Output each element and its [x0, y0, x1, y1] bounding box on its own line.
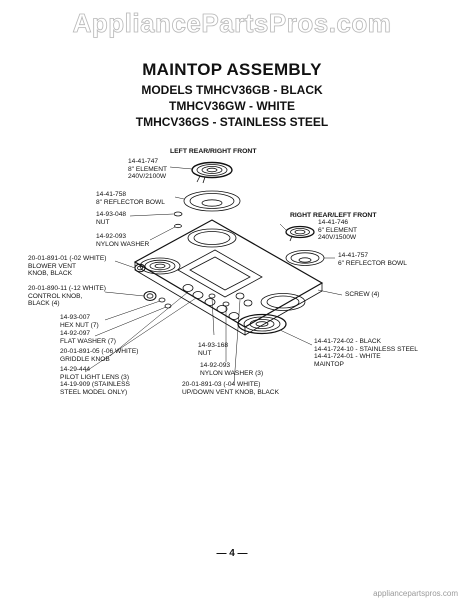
models-line-1: MODELS TMHCV36GB - BLACK — [141, 83, 323, 97]
label-updown-knob: 20-01-891-03 (-04 WHITE)UP/DOWN VENT KNO… — [182, 381, 279, 396]
maintop-part — [133, 219, 324, 336]
element-6in-part — [285, 225, 315, 242]
label-control-knob: 20-01-890-11 (-12 WHITE)CONTROL KNOB,BLA… — [28, 285, 106, 308]
watermark: AppliancePartsPros.com — [72, 8, 392, 39]
label-griddle-knob: 20-01-891-05 (-06 WHITE)GRIDDLE KNOB — [60, 348, 139, 363]
label-screw: SCREW (4) — [345, 291, 380, 298]
reflector-8in-part — [183, 190, 241, 212]
page-title: MAINTOP ASSEMBLY — [142, 60, 322, 79]
knob-row — [182, 284, 253, 320]
element-8in-part — [191, 161, 233, 184]
header-left-rear-right-front: LEFT REAR/RIGHT FRONT — [170, 148, 257, 155]
models-line-2: TMHCV36GW - WHITE — [169, 99, 295, 113]
header-right-rear-left-front: RIGHT REAR/LEFT FRONT — [290, 212, 377, 219]
page-number: — 4 — — [216, 548, 248, 559]
models-line-3: TMHCV36GS - STAINLESS STEEL — [135, 115, 329, 129]
reflector-6in-part — [285, 250, 325, 266]
watermark-small: appliancepartspros.com — [373, 589, 458, 598]
